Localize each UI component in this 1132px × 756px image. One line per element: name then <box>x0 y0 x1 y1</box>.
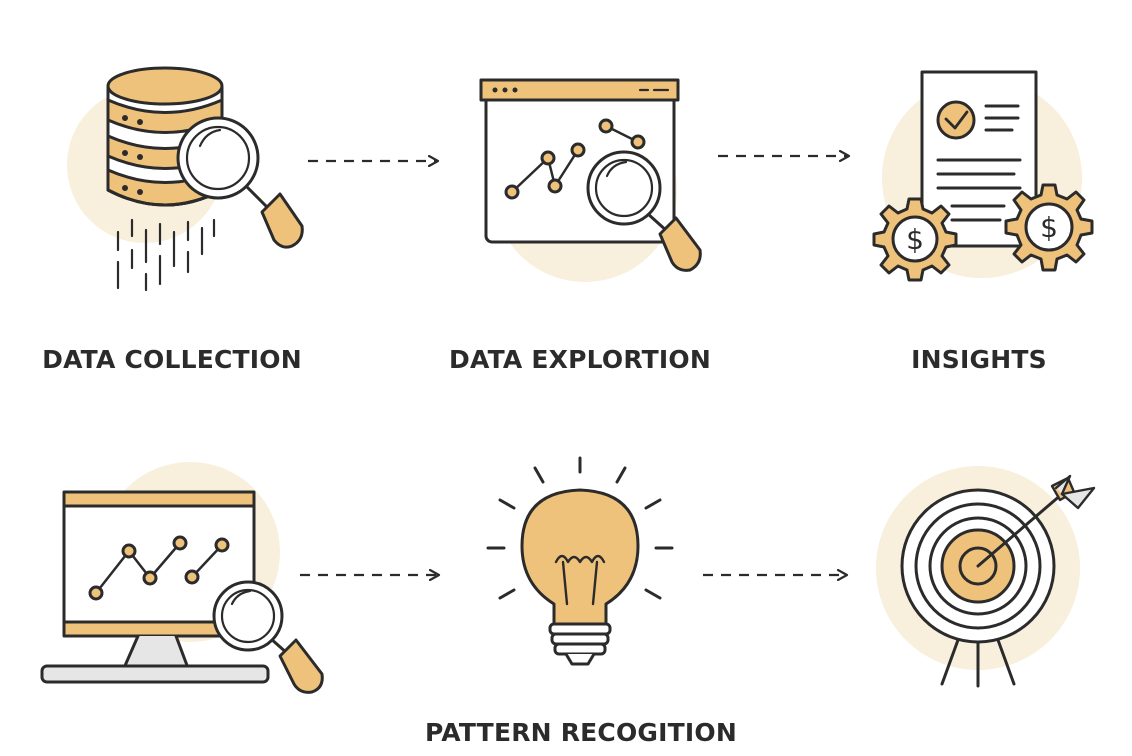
lightbulb-icon <box>486 456 674 666</box>
step-label-insights: INSIGHTS <box>911 345 1047 374</box>
step-label-data-exploration: DATA EXPLORTION <box>449 345 711 374</box>
browser-chart-search-icon <box>479 78 702 282</box>
step-label-data-collection: DATA COLLECTION <box>42 345 302 374</box>
database-search-icon <box>67 66 304 292</box>
monitor-chart-search-icon <box>40 462 324 694</box>
step-label-pattern-recognition: PATTERN RECOGITION <box>425 718 737 747</box>
report-gears-icon: $ $ <box>872 70 1094 282</box>
svg-text:$: $ <box>906 223 924 256</box>
svg-text:$: $ <box>1040 211 1058 244</box>
flow-arrows <box>300 156 848 575</box>
target-arrow-icon <box>876 466 1096 688</box>
